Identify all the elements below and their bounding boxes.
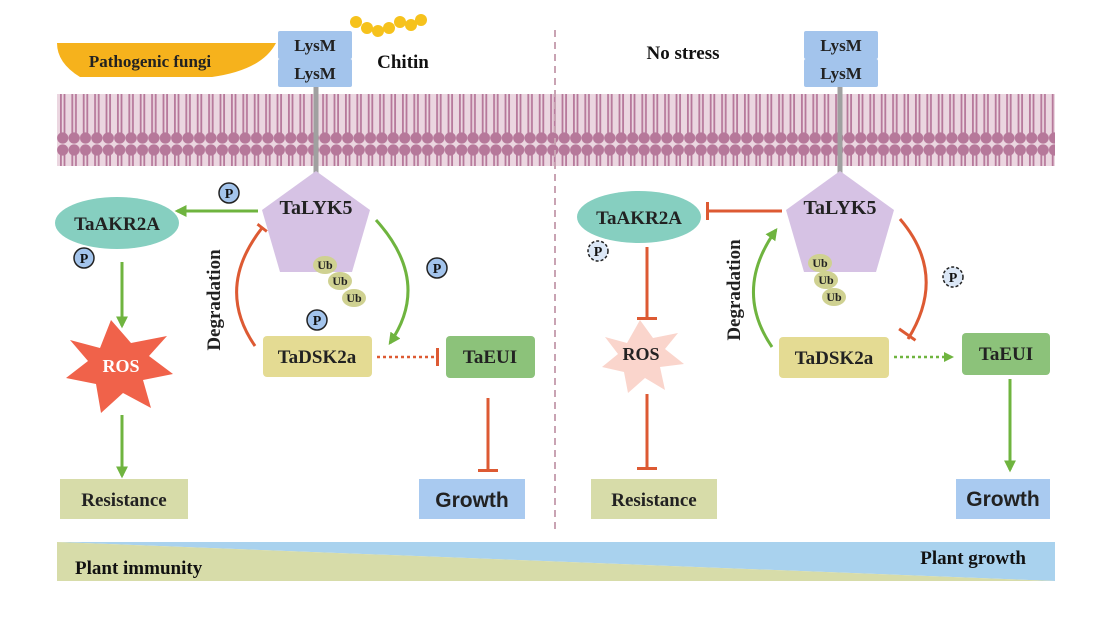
ros-burst-inactive [602, 320, 684, 393]
chitin-label: Chitin [377, 52, 429, 73]
svg-text:P: P [949, 271, 958, 286]
phospho-badge-3: P [426, 257, 448, 279]
degradation-label: Degradation [204, 249, 225, 351]
taakr2a-label-right: TaAKR2A [596, 208, 682, 229]
inhibit-dsk2a-to-eui-bar [436, 348, 439, 366]
ub-label-2: Ub [332, 274, 348, 288]
inhibit-lyk5-to-akr2a-bar [706, 202, 709, 220]
left-panel: Pathogenic fungi Chitin LysM LysM TaLYK5… [55, 14, 535, 519]
phospho-badge-dashed-2: P [942, 266, 964, 288]
plant-immunity-label: Plant immunity [75, 558, 203, 579]
phospho-badge-4: P [306, 309, 328, 331]
lysm-domain-top-right [804, 31, 878, 59]
inhibit-lyk5-to-dsk2a-bar [898, 327, 917, 342]
taakr2a-ellipse-right [577, 191, 701, 243]
phospho-badge-dashed-1: P [587, 240, 609, 262]
svg-text:P: P [225, 187, 234, 202]
tadsk2a-label-right: TaDSK2a [795, 348, 874, 369]
pathogenic-fungi-label: Pathogenic fungi [89, 52, 212, 71]
growth-box [419, 479, 525, 519]
talyk5-label-right: TaLYK5 [803, 197, 876, 219]
tadsk2a-label: TaDSK2a [278, 347, 357, 368]
talyk5-label: TaLYK5 [279, 197, 352, 219]
ub-label-right-1: Ub [812, 256, 828, 270]
no-stress-label: No stress [646, 43, 719, 64]
lysm-domain-top [278, 31, 352, 59]
right-panel: No stress LysM LysM TaLYK5 Ub Ub Ub TaAK… [577, 31, 1050, 519]
lysm-top-label-right: LysM [820, 36, 862, 55]
ubiquitin-chain: Ub Ub Ub [313, 256, 366, 307]
talyk5-pentagon [262, 171, 370, 272]
taeui-box [446, 336, 535, 378]
resistance-box-right [591, 479, 717, 519]
svg-text:P: P [313, 314, 322, 329]
ub-label-right-2: Ub [818, 273, 834, 287]
taakr2a-ellipse [55, 197, 179, 249]
ros-label-right: ROS [622, 344, 659, 364]
degradation-label-right: Degradation [724, 239, 745, 341]
svg-text:P: P [433, 262, 442, 277]
resistance-box [60, 479, 188, 519]
chitin-chain [350, 14, 427, 37]
plant-growth-label: Plant growth [920, 548, 1026, 569]
svg-text:P: P [594, 245, 603, 260]
growth-label: Growth [435, 489, 509, 512]
phospho-badge-1: P [218, 182, 240, 204]
growth-label-right: Growth [966, 488, 1040, 511]
ub-label-right-3: Ub [826, 290, 842, 304]
lysm-bottom-label: LysM [294, 64, 336, 83]
inhibit-lyk5-to-dsk2a [898, 218, 928, 340]
ros-burst-active [66, 320, 173, 413]
resistance-label-right: Resistance [611, 490, 696, 511]
arrow-lyk5-to-dsk2a [374, 218, 410, 345]
ros-label: ROS [102, 356, 139, 376]
lysm-bottom-label-right: LysM [820, 64, 862, 83]
taakr2a-label: TaAKR2A [74, 214, 160, 235]
phospho-badge-2: P [73, 247, 95, 269]
lysm-domain-bottom-right [804, 59, 878, 87]
lysm-domain-bottom [278, 59, 352, 87]
immunity-wedge [57, 542, 1055, 581]
growth-box-right [956, 479, 1050, 519]
inhibit-akr2a-to-ros-bar [637, 317, 657, 320]
svg-text:P: P [80, 252, 89, 267]
ub-label-1: Ub [317, 258, 333, 272]
ubiquitin-chain-right: Ub Ub Ub [808, 254, 846, 306]
tradeoff-bar: Plant immunity Plant growth [57, 542, 1055, 581]
arrow-dsk2a-degrades-lyk5 [752, 228, 778, 348]
pathogenic-fungi-shape [57, 43, 276, 77]
inhibit-dsk2a-degrades-lyk5 [235, 222, 268, 347]
tadsk2a-box [263, 336, 372, 377]
taeui-label: TaEUI [463, 347, 517, 368]
taeui-box-right [962, 333, 1050, 375]
tadsk2a-box-right [779, 337, 889, 378]
resistance-label: Resistance [81, 490, 166, 511]
ub-label-3: Ub [346, 291, 362, 305]
talyk5-pentagon-right [786, 171, 894, 272]
inhibit-eui-to-growth-bar [478, 469, 498, 472]
lysm-top-label: LysM [294, 36, 336, 55]
inhibit-ros-to-resistance-bar [637, 467, 657, 470]
taeui-label-right: TaEUI [979, 344, 1033, 365]
